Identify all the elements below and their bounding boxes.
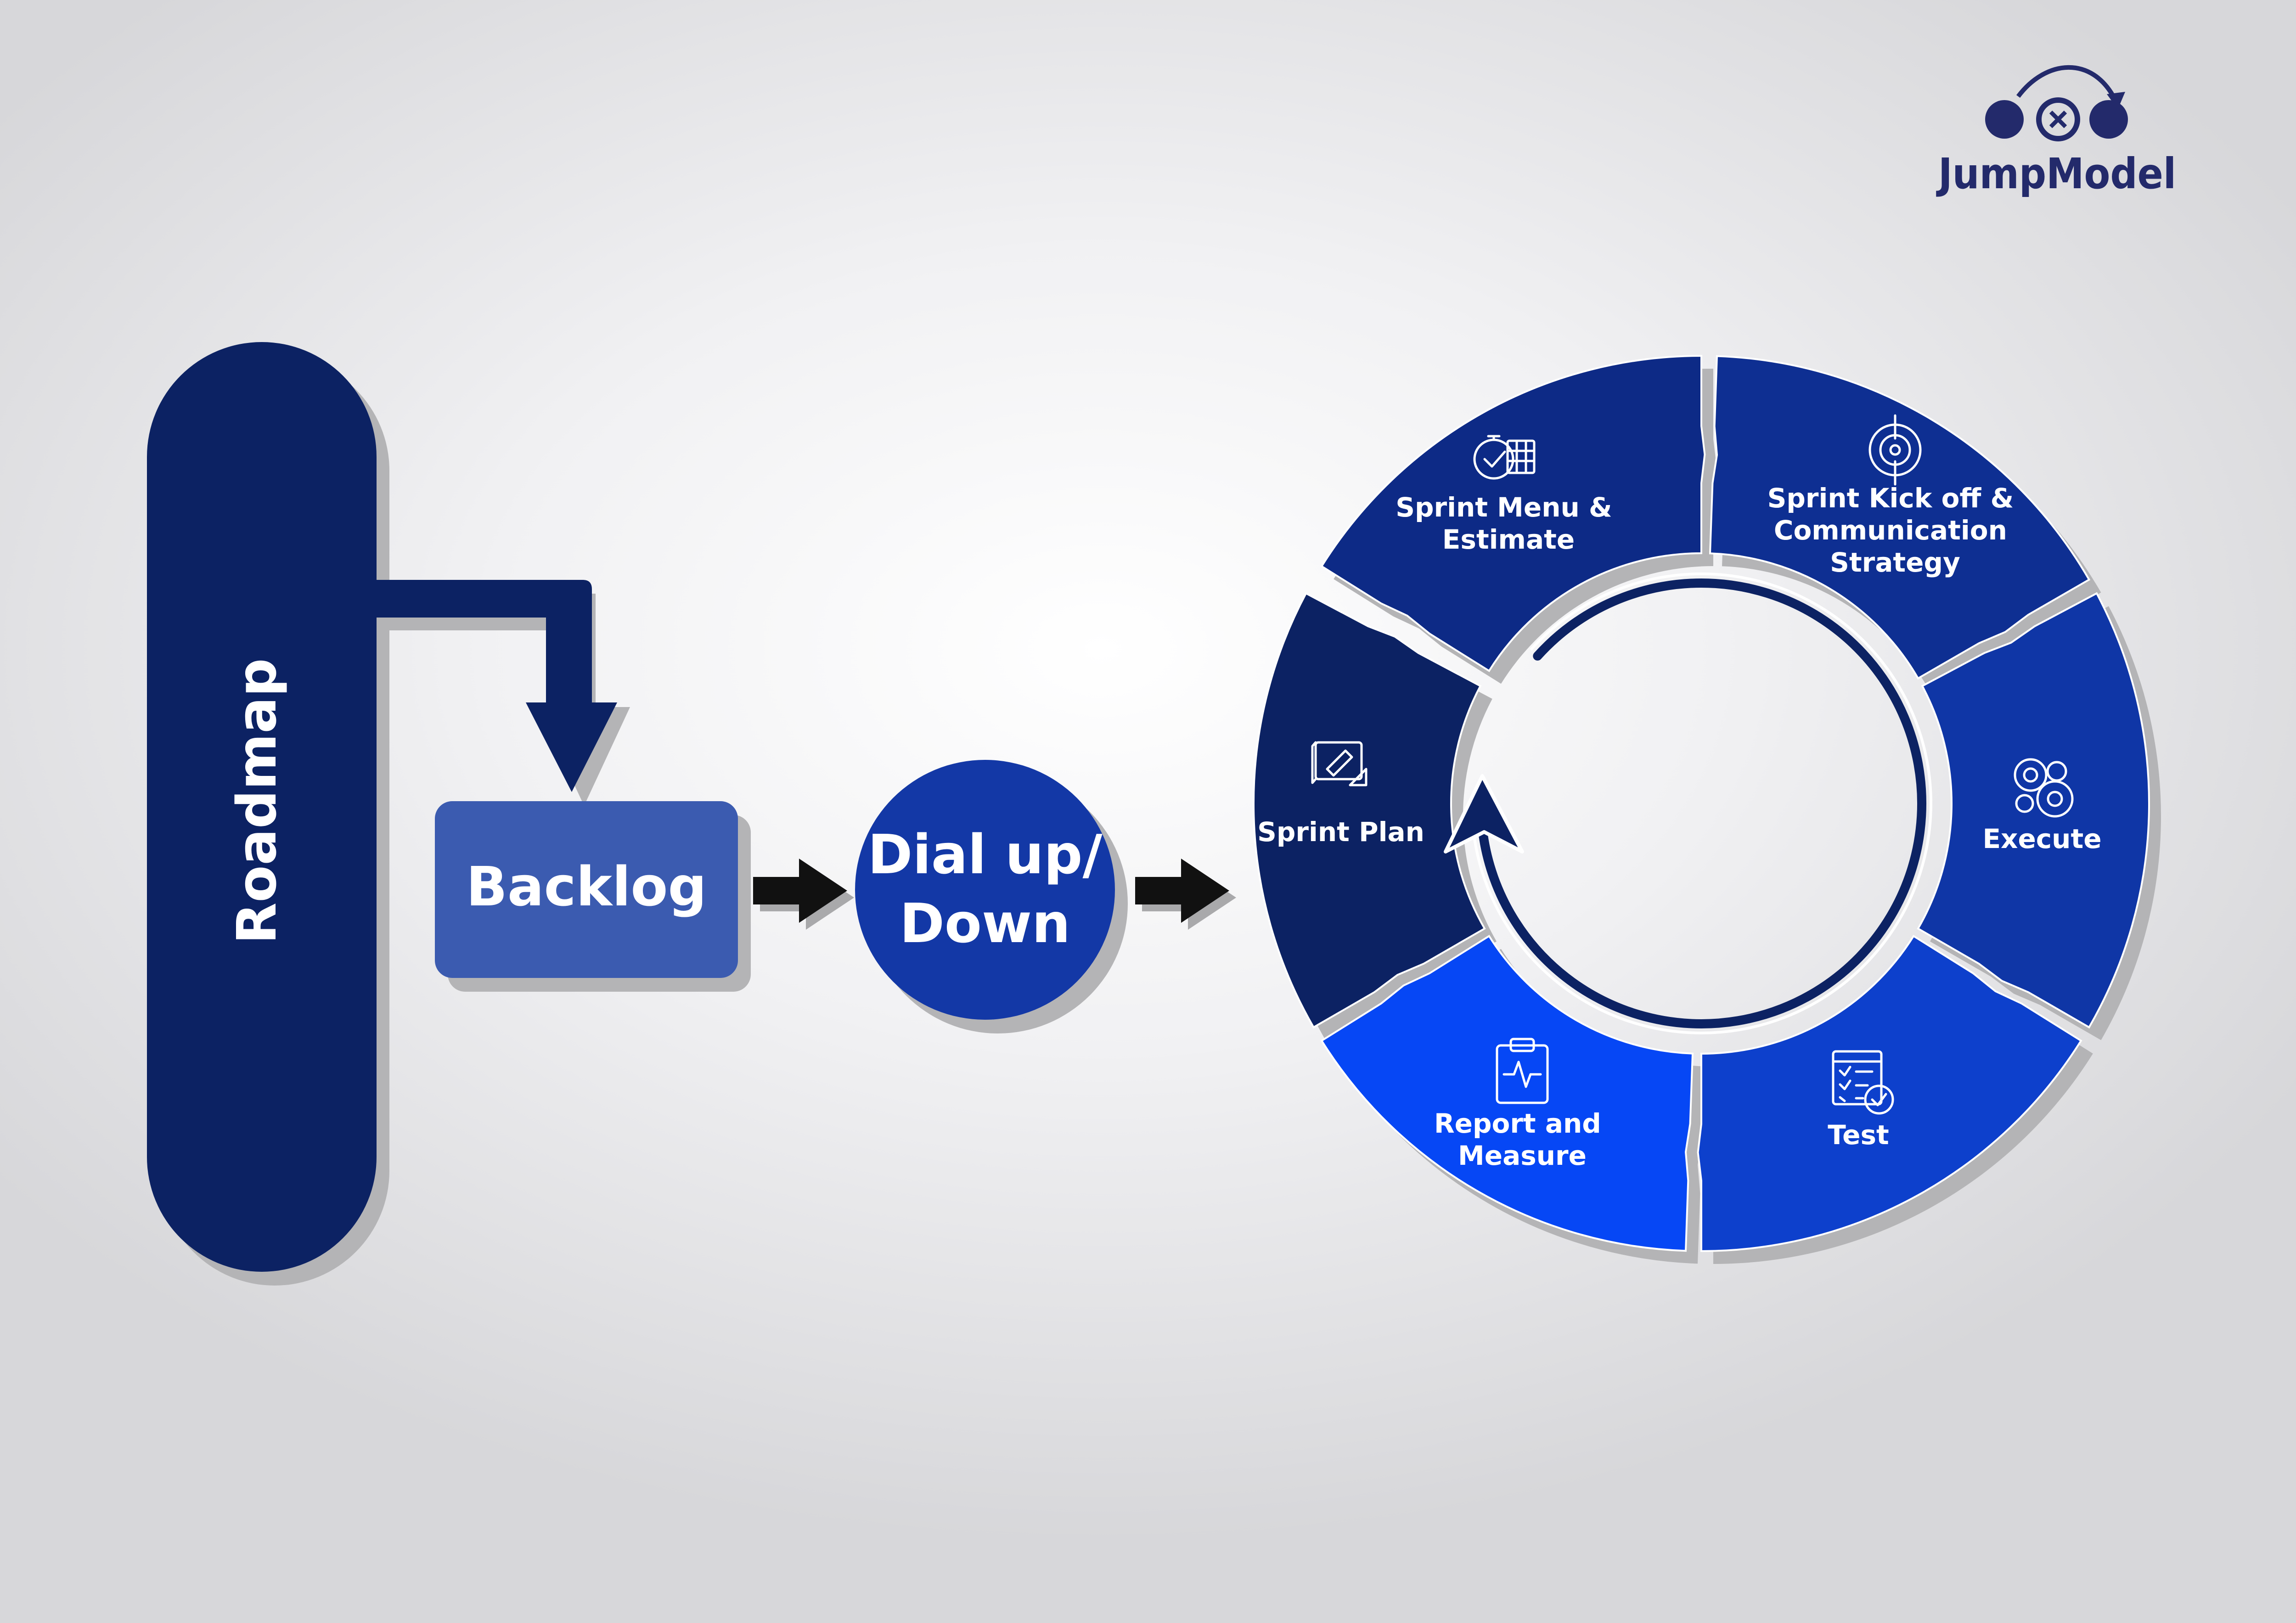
jumpmodel-logo: JumpModel (1936, 65, 2176, 198)
dial-label-line-2: Down (900, 892, 1070, 955)
sprint-menu-label: Sprint Menu & Estimate (1396, 492, 1621, 555)
roadmap-label: Roadmap (225, 658, 288, 944)
execute-label: Execute (1982, 823, 2101, 854)
sprint-cycle-ring (1253, 354, 2161, 1264)
return-arrow (1444, 572, 1933, 1034)
logo-name: JumpModel (1936, 149, 2176, 198)
logo-arrowhead (2107, 92, 2125, 109)
backlog-block: Backlog (435, 801, 751, 992)
roadmap-to-backlog-arrow (377, 580, 630, 806)
roadmap-block: Roadmap (147, 342, 389, 1286)
blueprint-icon (1311, 741, 1367, 786)
backlog-label: Backlog (466, 855, 707, 918)
test-segment (1697, 935, 2082, 1252)
backlog-to-dial-arrow (753, 859, 854, 930)
connector-arrow (753, 859, 847, 923)
test-label: Test (1828, 1119, 1889, 1151)
execute-segment (1917, 592, 2150, 1029)
segments (1253, 354, 2150, 1252)
dial-to-cycle-arrow (1135, 859, 1236, 930)
segment-labels: Sprint Plan Sprint Menu & Estimate Sprin… (1257, 483, 2101, 1171)
return-arrow-head (1444, 774, 1524, 854)
elbow-arrow-shadow (389, 594, 630, 806)
connector-arrow (1135, 859, 1229, 923)
roadmap-pill (147, 342, 377, 1272)
clipboard-chart-icon (1496, 1038, 1549, 1104)
logo-dot-left (1985, 100, 2024, 139)
return-arrow-arc (1478, 578, 1926, 1028)
sprint-menu-segment (1320, 354, 1706, 672)
logo-dot-middle (2036, 97, 2080, 141)
dial-label-line-1: Dial up/ (867, 823, 1103, 886)
report-label: Report and Measure (1434, 1108, 1610, 1171)
sprint-plan-label: Sprint Plan (1257, 816, 1424, 848)
sprint-kickoff-label: Sprint Kick off & Communication Strategy (1767, 483, 2023, 578)
report-segment (1320, 935, 1694, 1252)
sprint-kickoff-segment (1709, 355, 2091, 680)
elbow-arrow (377, 580, 617, 792)
sprint-plan-segment (1253, 592, 1486, 1029)
backlog-box (435, 801, 738, 978)
return-arrow-arc-highlight (1472, 572, 1933, 1034)
logo-dot-right (2089, 100, 2128, 139)
checklist-icon (1832, 1050, 1894, 1115)
dial-circle (855, 760, 1115, 1020)
target-icon (1868, 414, 1922, 486)
logo-arc (2016, 65, 2117, 100)
dial-block: Dial up/ Down (855, 760, 1128, 1033)
stopwatch-calendar-icon (1473, 435, 1536, 480)
logo-cross-icon (2049, 110, 2067, 129)
gears-icon (2014, 758, 2074, 818)
